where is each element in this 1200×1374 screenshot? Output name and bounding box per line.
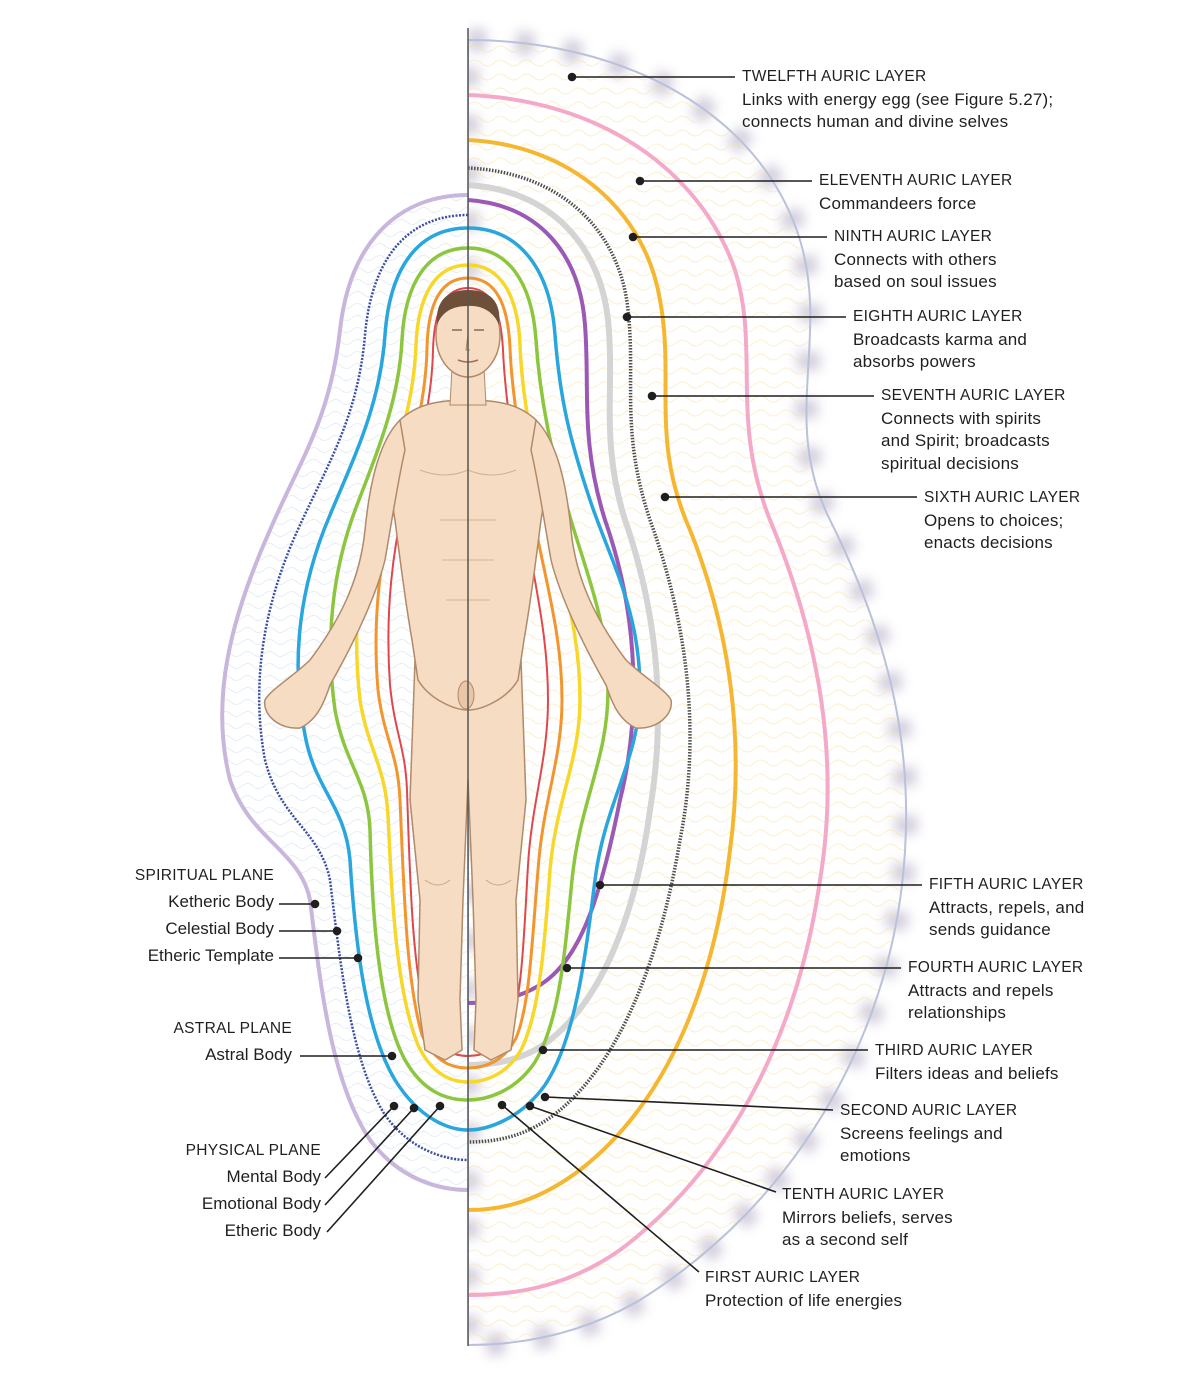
label-ninth-auric-layer: NINTH AURIC LAYER Connects with others b…: [834, 226, 997, 294]
layer-desc-line: Attracts, repels, and: [929, 897, 1085, 917]
layer-desc-line: spiritual decisions: [881, 453, 1019, 473]
spiritual-plane-heading: SPIRITUAL PLANE: [134, 867, 274, 884]
label-seventh-auric-layer: SEVENTH AURIC LAYER Connects with spirit…: [881, 385, 1066, 475]
layer-title: TENTH AURIC LAYER: [782, 1186, 945, 1203]
label-third-auric-layer: THIRD AURIC LAYER Filters ideas and beli…: [875, 1040, 1059, 1085]
layer-desc-line: as a second self: [782, 1230, 909, 1249]
right-leader-lines: [497, 72, 922, 1273]
label-fifth-auric-layer: FIFTH AURIC LAYER Attracts, repels, and …: [929, 874, 1084, 942]
layer-title: SECOND AURIC LAYER: [840, 1102, 1018, 1119]
etheric-body-label: Etheric Body: [224, 1221, 321, 1240]
physical-plane-heading: PHYSICAL PLANE: [185, 1142, 321, 1159]
layer-title: TWELFTH AURIC LAYER: [742, 68, 927, 85]
layer-desc-line: Attracts and repels: [908, 980, 1054, 1000]
etheric-template-label: Etheric Template: [147, 946, 274, 965]
ketheric-body-label: Ketheric Body: [168, 892, 274, 911]
layer-desc-line: relationships: [908, 1003, 1007, 1022]
layer-title: FOURTH AURIC LAYER: [908, 959, 1084, 976]
celestial-body-label: Celestial Body: [165, 919, 274, 938]
layer-desc-line: Connects with spirits: [881, 408, 1042, 428]
layer-desc-line: and Spirit; broadcasts: [881, 431, 1050, 450]
astral-plane-heading: ASTRAL PLANE: [173, 1020, 292, 1037]
layer-desc-line: Filters ideas and beliefs: [875, 1063, 1059, 1083]
layer-desc-line: Connects with others: [834, 249, 997, 269]
layer-title: FIFTH AURIC LAYER: [929, 876, 1084, 893]
layer-desc-line: absorbs powers: [853, 352, 976, 371]
astral-body-label: Astral Body: [205, 1045, 292, 1064]
layer-desc-line: Mirrors beliefs, serves: [782, 1207, 953, 1227]
mental-body-label: Mental Body: [226, 1167, 322, 1186]
layer-title: SIXTH AURIC LAYER: [924, 489, 1081, 506]
label-fourth-auric-layer: FOURTH AURIC LAYER Attracts and repels r…: [908, 957, 1083, 1025]
layer-desc-line: emotions: [840, 1146, 911, 1165]
layer-desc-line: enacts decisions: [924, 533, 1053, 552]
layer-title: EIGHTH AURIC LAYER: [853, 308, 1023, 325]
layer-desc-line: sends guidance: [929, 920, 1051, 939]
layer-title: SEVENTH AURIC LAYER: [881, 387, 1066, 404]
label-twelfth-auric-layer: TWELFTH AURIC LAYER Links with energy eg…: [742, 66, 1053, 134]
right-aura-layers: [468, 28, 918, 1357]
label-tenth-auric-layer: TENTH AURIC LAYER Mirrors beliefs, serve…: [782, 1184, 953, 1252]
label-second-auric-layer: SECOND AURIC LAYER Screens feelings and …: [840, 1100, 1017, 1168]
layer-desc-line: based on soul issues: [834, 272, 997, 291]
emotional-body-label: Emotional Body: [201, 1194, 321, 1213]
layer-title: ELEVENTH AURIC LAYER: [819, 172, 1013, 189]
layer-title: NINTH AURIC LAYER: [834, 228, 993, 245]
layer-desc-line: connects human and divine selves: [742, 112, 1009, 131]
layer-desc-line: Screens feelings and: [840, 1123, 1003, 1143]
label-sixth-auric-layer: SIXTH AURIC LAYER Opens to choices; enac…: [924, 487, 1080, 555]
layer-title: FIRST AURIC LAYER: [705, 1269, 861, 1286]
label-eleventh-auric-layer: ELEVENTH AURIC LAYER Commandeers force: [819, 170, 1013, 215]
left-leader-lines: [279, 899, 445, 1233]
layer-desc-line: Protection of life energies: [705, 1290, 903, 1310]
label-first-auric-layer: FIRST AURIC LAYER Protection of life ene…: [705, 1267, 902, 1312]
layer-desc-line: Links with energy egg (see Figure 5.27);: [742, 89, 1054, 109]
layer-title: THIRD AURIC LAYER: [875, 1042, 1034, 1059]
layer-desc-line: Commandeers force: [819, 193, 977, 213]
layer-desc-line: Opens to choices;: [924, 510, 1064, 530]
layer-desc-line: Broadcasts karma and: [853, 329, 1028, 349]
label-eighth-auric-layer: EIGHTH AURIC LAYER Broadcasts karma and …: [853, 306, 1027, 374]
